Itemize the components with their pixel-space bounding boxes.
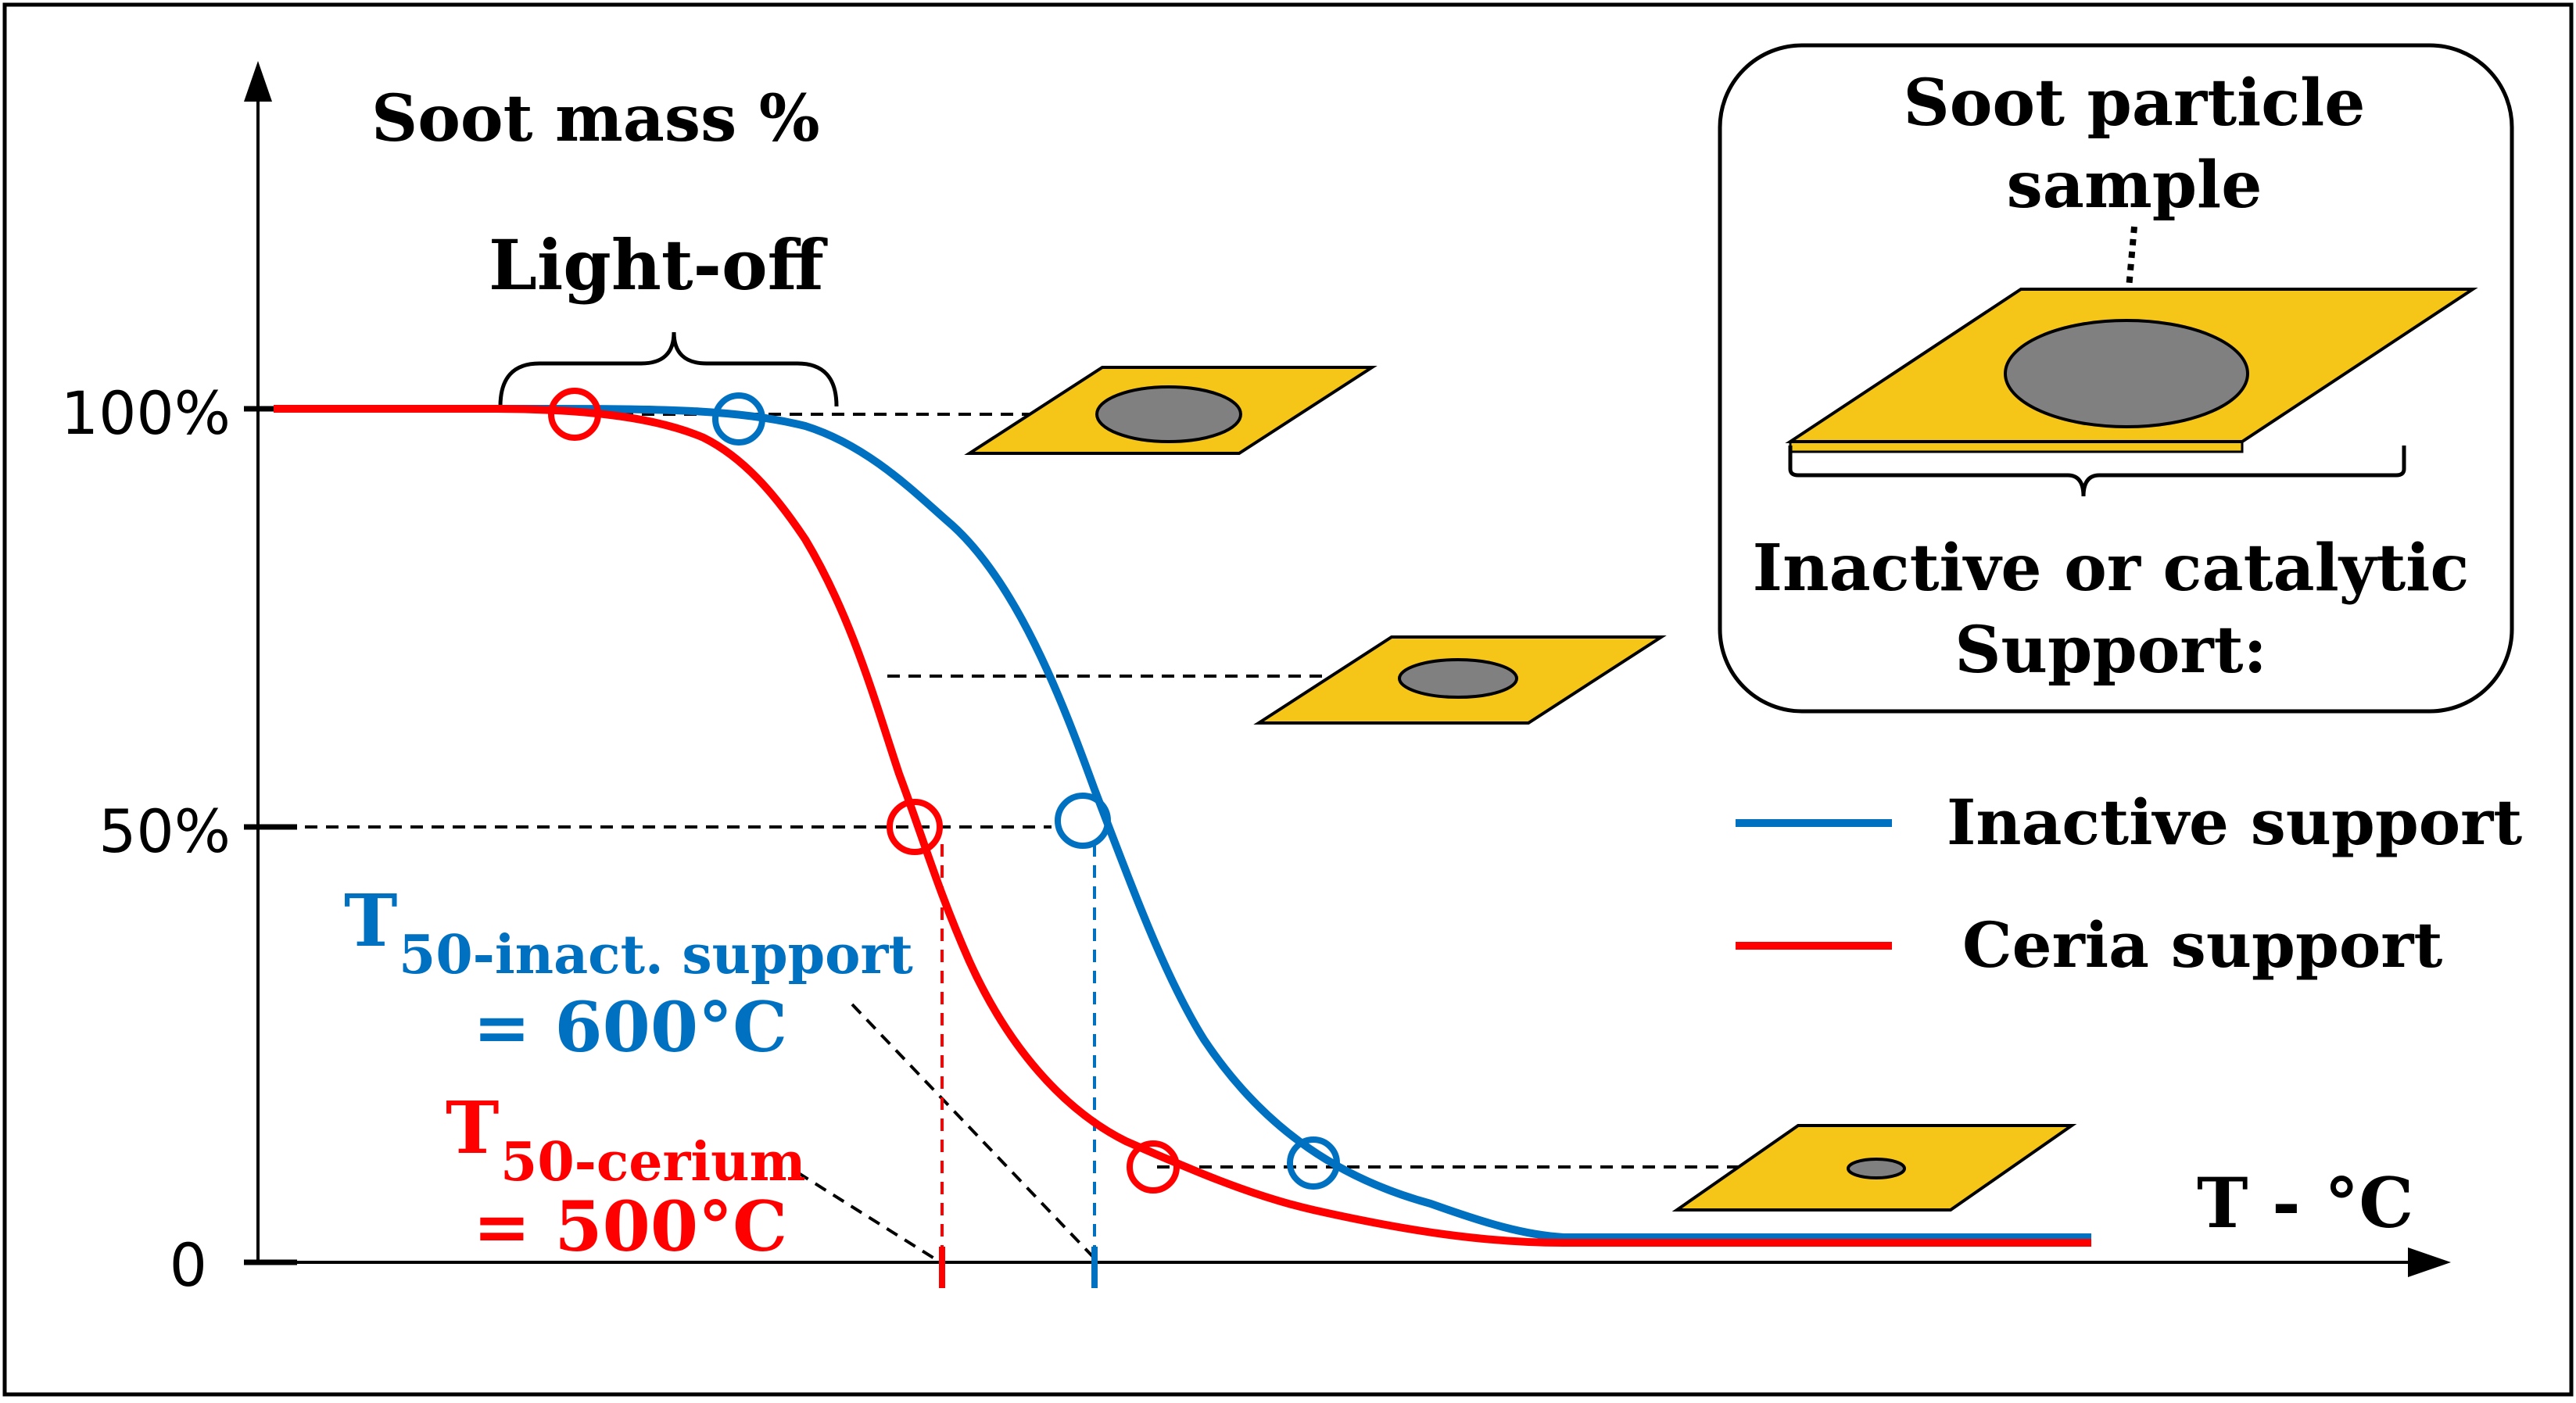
tick-label-100: 100% (61, 378, 231, 448)
plate-partial-soot (1253, 635, 1667, 725)
legend-label-ceria: Ceria support (1962, 908, 2442, 982)
light-off-brace (498, 331, 839, 407)
plate-low-soot (1671, 1124, 2077, 1212)
marker-inactive-10 (1287, 1136, 1340, 1190)
legend-label-inactive: Inactive support (1947, 786, 2522, 859)
t50-ceria-annotation: T 50-cerium = 500°C (446, 1086, 806, 1267)
marker-inactive-100 (712, 392, 765, 446)
inset-title-line1: Soot particle (1904, 66, 2366, 141)
x-axis-label: T - °C (2197, 1162, 2413, 1244)
marker-ceria-100 (548, 388, 601, 441)
inset-caption-line1: Inactive or catalytic (1753, 531, 2470, 606)
y-axis-label: Soot mass % (371, 81, 820, 156)
t50-inactive-value: = 600°C (473, 986, 787, 1068)
plate-full-soot (964, 366, 1378, 455)
marker-ceria-10 (1127, 1140, 1180, 1194)
curve-inactive-support (274, 405, 2091, 1241)
t50-ceria-sub: 50-cerium (500, 1131, 806, 1194)
t50-ceria-value: = 500°C (473, 1186, 787, 1267)
leader-inactive (851, 1003, 1096, 1260)
legend: Inactive support Ceria support (1736, 786, 2522, 982)
y-axis-arrow-icon (244, 61, 272, 102)
marker-ceria-50 (887, 799, 943, 855)
marker-inactive-50 (1055, 793, 1111, 849)
light-off-label: Light-off (489, 224, 828, 306)
t50-inactive-sub: 50-inact. support (399, 924, 913, 986)
t50-inactive-annotation: T 50-inact. support = 600°C (344, 879, 913, 1068)
inset-brace (1788, 446, 2406, 497)
soot-particle (1847, 1158, 1906, 1179)
curve-ceria-support (274, 405, 2091, 1247)
soot-particle (2004, 319, 2249, 428)
tick-label-50: 50% (99, 796, 231, 866)
leader-ceria (796, 1171, 936, 1260)
x-axis-arrow-icon (2408, 1247, 2451, 1277)
inset-box: Soot particle sample Inactive or catalyt… (1718, 43, 2514, 714)
tick-label-0: 0 (170, 1230, 207, 1300)
soot-particle (1398, 658, 1518, 699)
inset-title-line2: sample (2007, 148, 2263, 223)
guide-lines (305, 413, 1884, 1260)
t50-inactive-main: T (344, 879, 397, 963)
t50-ceria-main: T (446, 1086, 499, 1170)
soot-particle (1095, 385, 1242, 443)
inset-caption-line2: Support: (1954, 613, 2267, 688)
